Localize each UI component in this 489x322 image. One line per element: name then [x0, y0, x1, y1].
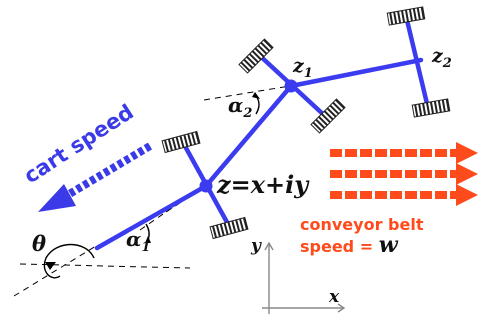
label-cart-speed: cart speed [20, 100, 138, 188]
cart-speed-arrow [38, 142, 153, 212]
link-tail [94, 183, 209, 251]
link-z1-to-z2 [288, 57, 424, 89]
label-alpha2: α2 [228, 93, 252, 121]
label-z2: z2 [431, 45, 452, 71]
horizontal-reference-bottom [19, 263, 191, 269]
label-z1: z1 [292, 55, 313, 81]
belt-arrow-1 [330, 142, 478, 164]
alpha2-arc [255, 95, 260, 115]
joints [199, 79, 298, 193]
label-theta: θ [32, 231, 46, 256]
label-z-equation: z=x+iy [216, 170, 310, 199]
theta-arc [43, 243, 95, 279]
wheel-z2-bottom [411, 98, 451, 118]
label-conveyor-belt: conveyor belt [300, 215, 424, 234]
wheels [161, 6, 451, 240]
axis-extension-line [13, 245, 97, 297]
horizontal-reference-top [203, 85, 291, 101]
belt-arrow-2 [330, 163, 478, 185]
axle-z2 [403, 13, 432, 115]
wheel-z1-bottom [310, 98, 346, 134]
xy-axes [262, 241, 346, 314]
conveyor-arrows [330, 142, 478, 206]
label-axis-x: x [328, 287, 340, 307]
angle-arrowheads [45, 92, 260, 270]
wheel-z-top [161, 130, 201, 154]
link-z-to-z1 [203, 83, 294, 189]
wheel-z2-top [386, 6, 426, 26]
alpha2-arrowhead [252, 92, 260, 99]
y-axis-arrowhead [264, 241, 274, 251]
wheel-z-bottom [209, 216, 249, 240]
theta-arrowhead [45, 262, 56, 270]
joint-z1 [284, 79, 298, 93]
joint-z [199, 179, 213, 193]
label-alpha1: α1 [126, 227, 150, 255]
alpha1-arrowhead [145, 236, 151, 243]
alpha1-reference [139, 184, 206, 231]
label-axis-y: y [250, 236, 262, 256]
label-conveyor-speed: speed = w [300, 232, 399, 258]
wheel-z1-top [238, 38, 274, 74]
x-axis-arrowhead [337, 303, 346, 313]
belt-arrow-3 [330, 184, 478, 206]
